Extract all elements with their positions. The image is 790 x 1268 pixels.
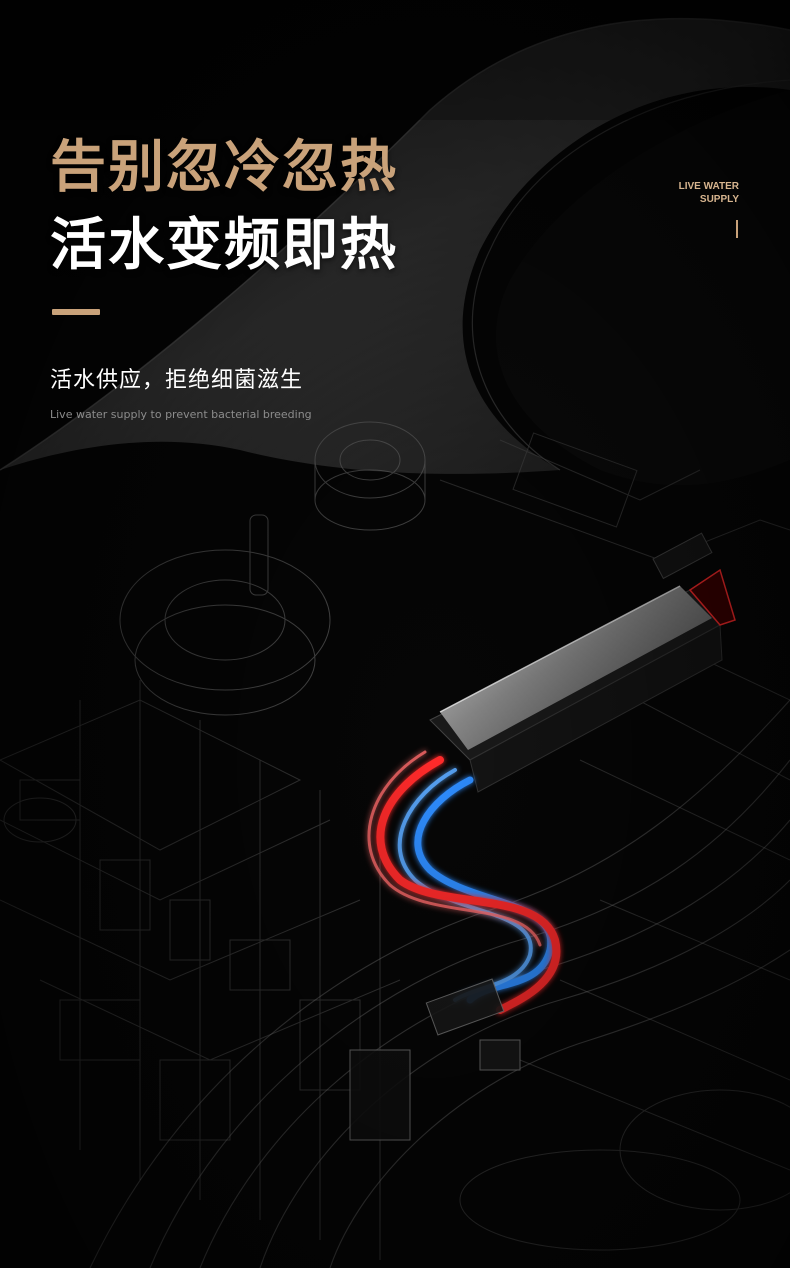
accent-divider [52, 309, 100, 315]
headline-line-1: 告别忽冷忽热 [50, 135, 398, 200]
subtitle-chinese: 活水供应，拒绝细菌滋生 [50, 368, 304, 393]
side-tick-divider [736, 220, 738, 238]
headline-line-2: 活水变频即热 [50, 213, 398, 278]
side-label: LIVE WATER SUPPLY [679, 180, 739, 206]
subtitle-english: Live water supply to prevent bacterial b… [50, 408, 312, 421]
side-label-line-1: LIVE WATER [678, 181, 739, 192]
side-label-line-2: SUPPLY [699, 194, 739, 205]
